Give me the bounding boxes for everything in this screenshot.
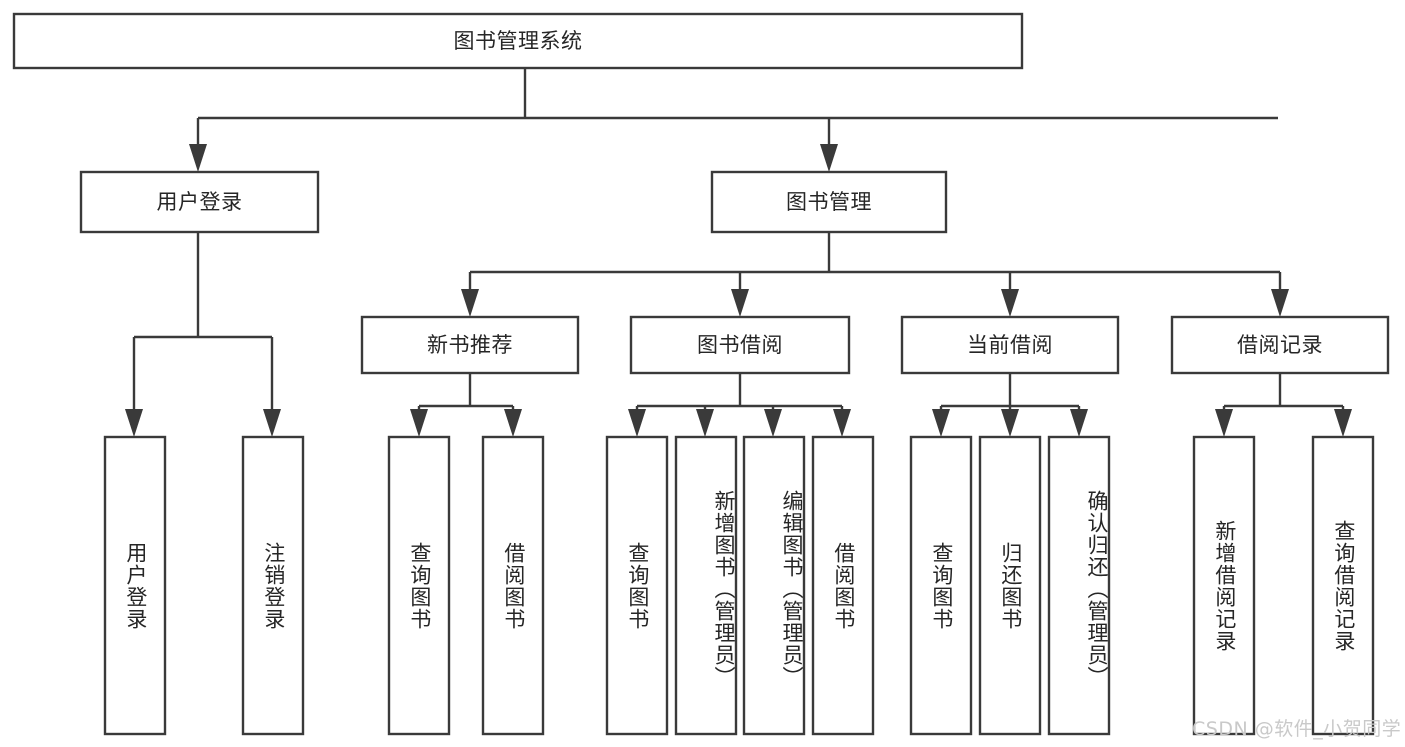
leaf-box-new-book-0[interactable] (387, 435, 451, 736)
leaf-box-current-borrow-1[interactable] (978, 435, 1042, 736)
node-box-new-book-recommend[interactable] (360, 315, 580, 375)
leaf-box-book-borrow-3[interactable] (811, 435, 875, 736)
node-box-borrow-record[interactable] (1170, 315, 1390, 375)
connector-bookborrow-to-leaves (628, 373, 851, 437)
leaf-box-borrow-record-0[interactable] (1192, 435, 1256, 736)
leaf-box-current-borrow-2[interactable] (1047, 435, 1111, 736)
leaf-box-book-borrow-1[interactable] (674, 435, 738, 736)
node-box-root[interactable] (12, 12, 1024, 70)
node-box-book-management[interactable] (710, 170, 948, 234)
leaf-box-book-borrow-0[interactable] (605, 435, 669, 736)
node-box-user-login[interactable] (79, 170, 320, 234)
leaf-box-new-book-1[interactable] (481, 435, 545, 736)
leaf-box-book-borrow-2[interactable] (742, 435, 806, 736)
leaf-box-user-login-1[interactable] (241, 435, 305, 736)
connector-borrowrecord-to-leaves (1215, 373, 1352, 437)
connector-userlogin-to-leaves (125, 232, 281, 437)
connector-root-to-level2 (189, 68, 1278, 172)
node-box-current-borrow[interactable] (900, 315, 1120, 375)
leaf-box-user-login-0[interactable] (103, 435, 167, 736)
connector-bookmgmt-to-level3 (461, 232, 1289, 317)
connector-currentborrow-to-leaves (932, 373, 1088, 437)
connector-newbook-to-leaves (410, 373, 522, 437)
leaf-box-current-borrow-0[interactable] (909, 435, 973, 736)
leaf-box-borrow-record-1[interactable] (1311, 435, 1375, 736)
node-box-book-borrow[interactable] (629, 315, 851, 375)
